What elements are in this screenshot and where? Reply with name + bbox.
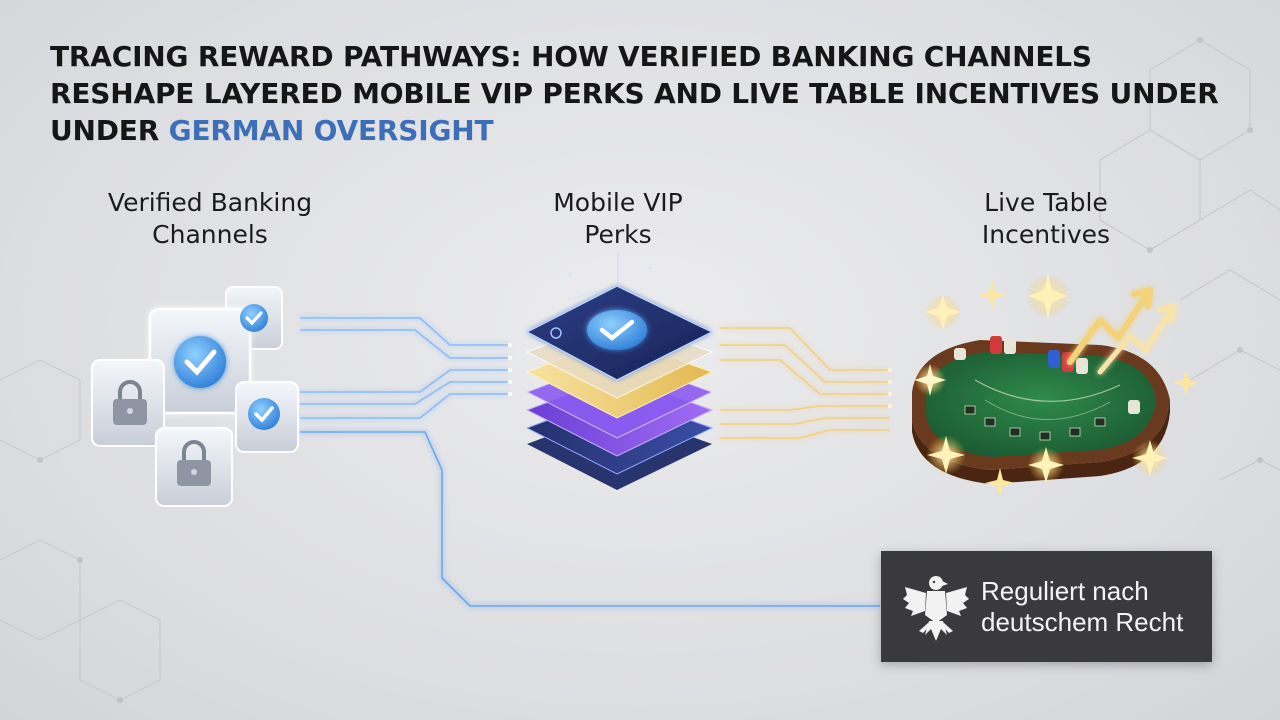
node-label-vip: Mobile VIP Perks — [468, 187, 768, 251]
node-label-banking: Verified Banking Channels — [60, 187, 360, 251]
regulation-text-line2: deutschem Recht — [981, 607, 1184, 637]
connector-nodes-left — [507, 342, 513, 397]
checkmark-badge-icon — [240, 304, 268, 332]
regulation-badge: Reguliert nach deutschem Recht — [881, 551, 1212, 662]
vip-perks-layer-stack — [525, 250, 714, 490]
node-label-live-table-line1: Live Table — [984, 188, 1108, 217]
vip-to-table-connectors — [720, 327, 890, 439]
growth-arrows-icon — [1067, 287, 1177, 375]
poker-chips-icon — [954, 336, 1140, 414]
node-label-vip-line1: Mobile VIP — [553, 188, 683, 217]
banking-to-vip-connectors — [300, 317, 880, 607]
sparkle-icons — [914, 274, 1199, 498]
regulation-text-line1: Reguliert nach — [981, 576, 1149, 606]
node-label-live-table-line2: Incentives — [981, 220, 1111, 249]
node-label-banking-line1: Verified Banking — [107, 188, 313, 217]
live-table-illustration — [912, 336, 1170, 484]
node-label-live-table: Live Table Incentives — [896, 187, 1196, 251]
checkmark-badge-icon — [587, 310, 647, 350]
node-label-banking-line2: Channels — [152, 220, 268, 249]
lock-icon — [177, 440, 211, 486]
page-title: Tracing Reward Pathways: How Verified Ba… — [50, 38, 1240, 149]
node-label-vip-line2: Perks — [584, 220, 652, 249]
lock-icon — [113, 380, 147, 425]
checkmark-badge-icon — [248, 398, 280, 430]
verified-banking-cluster — [91, 286, 299, 507]
connector-nodes-right — [887, 367, 893, 409]
title-accent: German Oversight — [168, 114, 494, 147]
title-main: Tracing Reward Pathways: How Verified Ba… — [50, 40, 1219, 147]
regulation-text: Reguliert nach deutschem Recht — [981, 576, 1183, 638]
checkmark-badge-icon — [174, 336, 226, 388]
federal-eagle-icon — [903, 576, 969, 641]
